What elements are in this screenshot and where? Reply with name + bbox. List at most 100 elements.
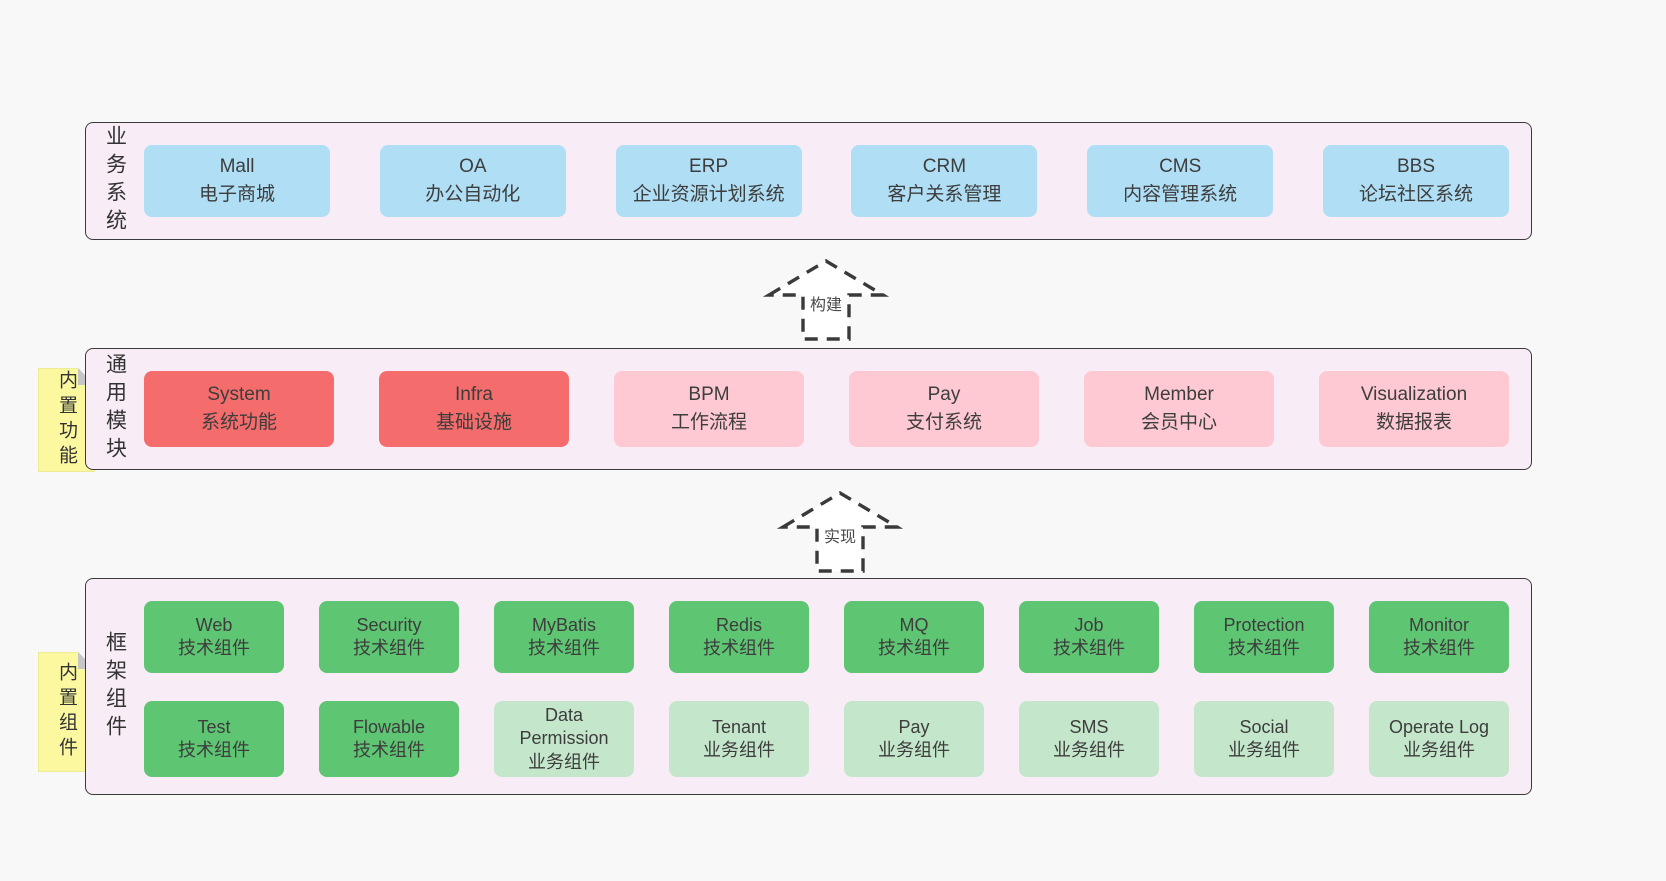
box-web: Web 技术组件 — [144, 601, 284, 673]
box-subtitle: 系统功能 — [200, 412, 277, 433]
box-title: Protection — [1223, 614, 1305, 635]
module-boxes-row: System 系统功能 Infra 基础设施 BPM 工作流程 Pay 支付系统… — [144, 349, 1531, 469]
box-subtitle: 技术组件 — [178, 638, 250, 658]
panel-business-systems: 业务系统 Mall 电子商城 OA 办公自动化 ERP 企业资源计划系统 CRM… — [85, 122, 1532, 240]
box-data-permission: Data Permission 业务组件 — [494, 701, 634, 777]
box-subtitle: 技术组件 — [353, 638, 425, 658]
box-subtitle: 业务组件 — [1053, 740, 1125, 760]
box-mybatis: MyBatis 技术组件 — [494, 601, 634, 673]
box-title: Data Permission — [519, 704, 609, 749]
box-title: Visualization — [1360, 384, 1468, 406]
box-title: MyBatis — [531, 614, 596, 635]
box-visualization: Visualization 数据报表 — [1319, 371, 1509, 447]
box-subtitle: 技术组件 — [878, 638, 950, 658]
box-title: Security — [356, 614, 422, 635]
box-redis: Redis 技术组件 — [669, 601, 809, 673]
section-label-business: 业务系统 — [103, 125, 127, 237]
box-subtitle: 技术组件 — [1403, 638, 1475, 658]
panel-label-column: 框架组件 — [86, 579, 144, 794]
box-mq: MQ 技术组件 — [844, 601, 984, 673]
arrow-label: 构建 — [806, 291, 846, 315]
panel-label-column: 业务系统 — [86, 123, 144, 239]
box-subtitle: 业务组件 — [878, 740, 950, 760]
box-title: CRM — [922, 156, 967, 178]
section-label-framework: 框架组件 — [103, 630, 127, 743]
box-title: MQ — [899, 614, 929, 635]
box-system: System 系统功能 — [144, 371, 334, 447]
box-crm: CRM 客户关系管理 — [851, 145, 1038, 217]
box-oa: OA 办公自动化 — [379, 145, 566, 217]
box-subtitle: 办公自动化 — [425, 184, 521, 205]
box-title: SMS — [1069, 716, 1109, 737]
box-subtitle: 论坛社区系统 — [1358, 184, 1473, 205]
box-cms: CMS 内容管理系统 — [1087, 145, 1274, 217]
box-title: Social — [1239, 716, 1289, 737]
box-subtitle: 技术组件 — [178, 740, 250, 760]
box-operate-log: Operate Log 业务组件 — [1369, 701, 1509, 777]
box-pay-component: Pay 业务组件 — [844, 701, 984, 777]
box-subtitle: 业务组件 — [1403, 740, 1475, 760]
box-subtitle: 技术组件 — [353, 740, 425, 760]
box-subtitle: 电子商城 — [198, 184, 275, 205]
box-title: Infra — [454, 384, 494, 406]
box-title: Flowable — [352, 716, 426, 737]
box-bbs: BBS 论坛社区系统 — [1322, 145, 1509, 217]
framework-row-2: Test 技术组件 Flowable 技术组件 Data Permission … — [144, 701, 1509, 777]
box-test: Test 技术组件 — [144, 701, 284, 777]
box-title: Test — [197, 716, 231, 737]
box-subtitle: 客户关系管理 — [887, 184, 1002, 205]
box-protection: Protection 技术组件 — [1194, 601, 1334, 673]
box-title: Tenant — [711, 716, 767, 737]
box-sms: SMS 业务组件 — [1019, 701, 1159, 777]
build-arrow: 构建 — [761, 255, 891, 343]
box-mall: Mall 电子商城 — [144, 145, 330, 217]
box-title: CMS — [1159, 156, 1202, 178]
box-bpm: BPM 工作流程 — [614, 371, 804, 447]
box-subtitle: 数据报表 — [1375, 412, 1452, 433]
box-subtitle: 技术组件 — [703, 638, 775, 658]
box-subtitle: 会员中心 — [1140, 412, 1217, 433]
box-title: Monitor — [1408, 614, 1470, 635]
box-job: Job 技术组件 — [1019, 601, 1159, 673]
box-member: Member 会员中心 — [1084, 371, 1274, 447]
note-label: 内置功能 — [56, 370, 77, 470]
box-pay: Pay 支付系统 — [849, 371, 1039, 447]
box-title: Pay — [898, 716, 930, 737]
box-erp: ERP 企业资源计划系统 — [615, 145, 802, 217]
business-boxes-row: Mall 电子商城 OA 办公自动化 ERP 企业资源计划系统 CRM 客户关系… — [144, 123, 1531, 239]
section-label-modules: 通用模块 — [103, 353, 127, 465]
box-subtitle: 企业资源计划系统 — [632, 184, 785, 205]
box-title: OA — [459, 156, 487, 178]
box-title: Pay — [927, 384, 961, 406]
box-tenant: Tenant 业务组件 — [669, 701, 809, 777]
panel-label-column: 通用模块 — [86, 349, 144, 469]
arrow-label: 实现 — [820, 523, 860, 547]
box-flowable: Flowable 技术组件 — [319, 701, 459, 777]
panel-common-modules: 通用模块 System 系统功能 Infra 基础设施 BPM 工作流程 Pay… — [85, 348, 1532, 470]
box-subtitle: 内容管理系统 — [1123, 184, 1238, 205]
box-title: Web — [195, 614, 233, 635]
note-label: 内置组件 — [56, 662, 77, 762]
box-title: Redis — [715, 614, 763, 635]
box-infra: Infra 基础设施 — [379, 371, 569, 447]
box-title: System — [207, 384, 271, 406]
panel-framework-components: 框架组件 Web 技术组件 Security 技术组件 MyBatis 技术组件… — [85, 578, 1532, 795]
box-subtitle: 业务组件 — [703, 740, 775, 760]
box-title: Operate Log — [1388, 716, 1490, 737]
box-title: BPM — [688, 384, 730, 406]
box-title: ERP — [689, 156, 729, 178]
box-subtitle: 技术组件 — [1228, 638, 1300, 658]
framework-row-1: Web 技术组件 Security 技术组件 MyBatis 技术组件 Redi… — [144, 601, 1509, 673]
box-subtitle: 支付系统 — [905, 412, 982, 433]
box-title: Mall — [219, 156, 255, 178]
box-subtitle: 基础设施 — [435, 412, 512, 433]
box-subtitle: 技术组件 — [528, 638, 600, 658]
box-title: Member — [1144, 384, 1214, 406]
framework-rows: Web 技术组件 Security 技术组件 MyBatis 技术组件 Redi… — [144, 579, 1531, 794]
implement-arrow: 实现 — [775, 487, 905, 575]
box-subtitle: 业务组件 — [1228, 740, 1300, 760]
box-title: BBS — [1396, 156, 1435, 178]
box-subtitle: 业务组件 — [528, 751, 600, 772]
box-monitor: Monitor 技术组件 — [1369, 601, 1509, 673]
